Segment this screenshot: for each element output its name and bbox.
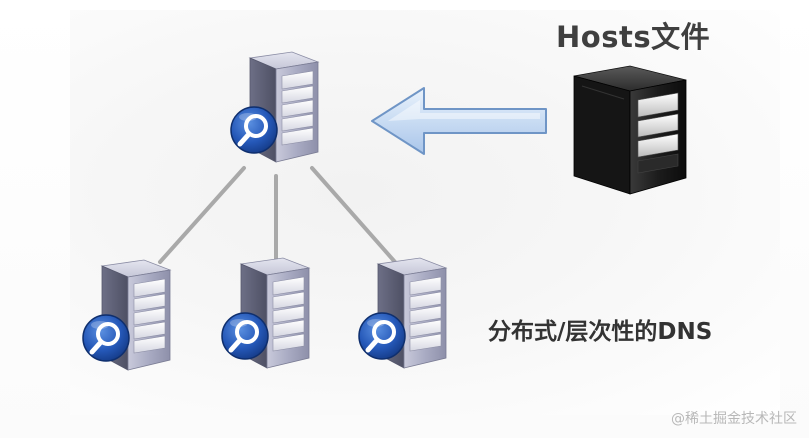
hosts-server-icon [573,65,687,195]
child-dns-server-left-icon [83,260,170,370]
child-dns-server-right-icon [359,258,446,368]
distributed-dns-label: 分布式/层次性的DNS [488,319,713,345]
tree-connectors [158,166,397,264]
child-dns-server-middle-icon [222,258,309,368]
root-dns-server-icon [231,52,318,162]
watermark: @稀土掘金技术社区 [671,411,797,427]
connector-root-right [310,166,397,264]
connector-root-left [158,166,246,264]
hosts-file-label: Hosts文件 [556,20,711,54]
left-arrow-icon [371,87,547,155]
